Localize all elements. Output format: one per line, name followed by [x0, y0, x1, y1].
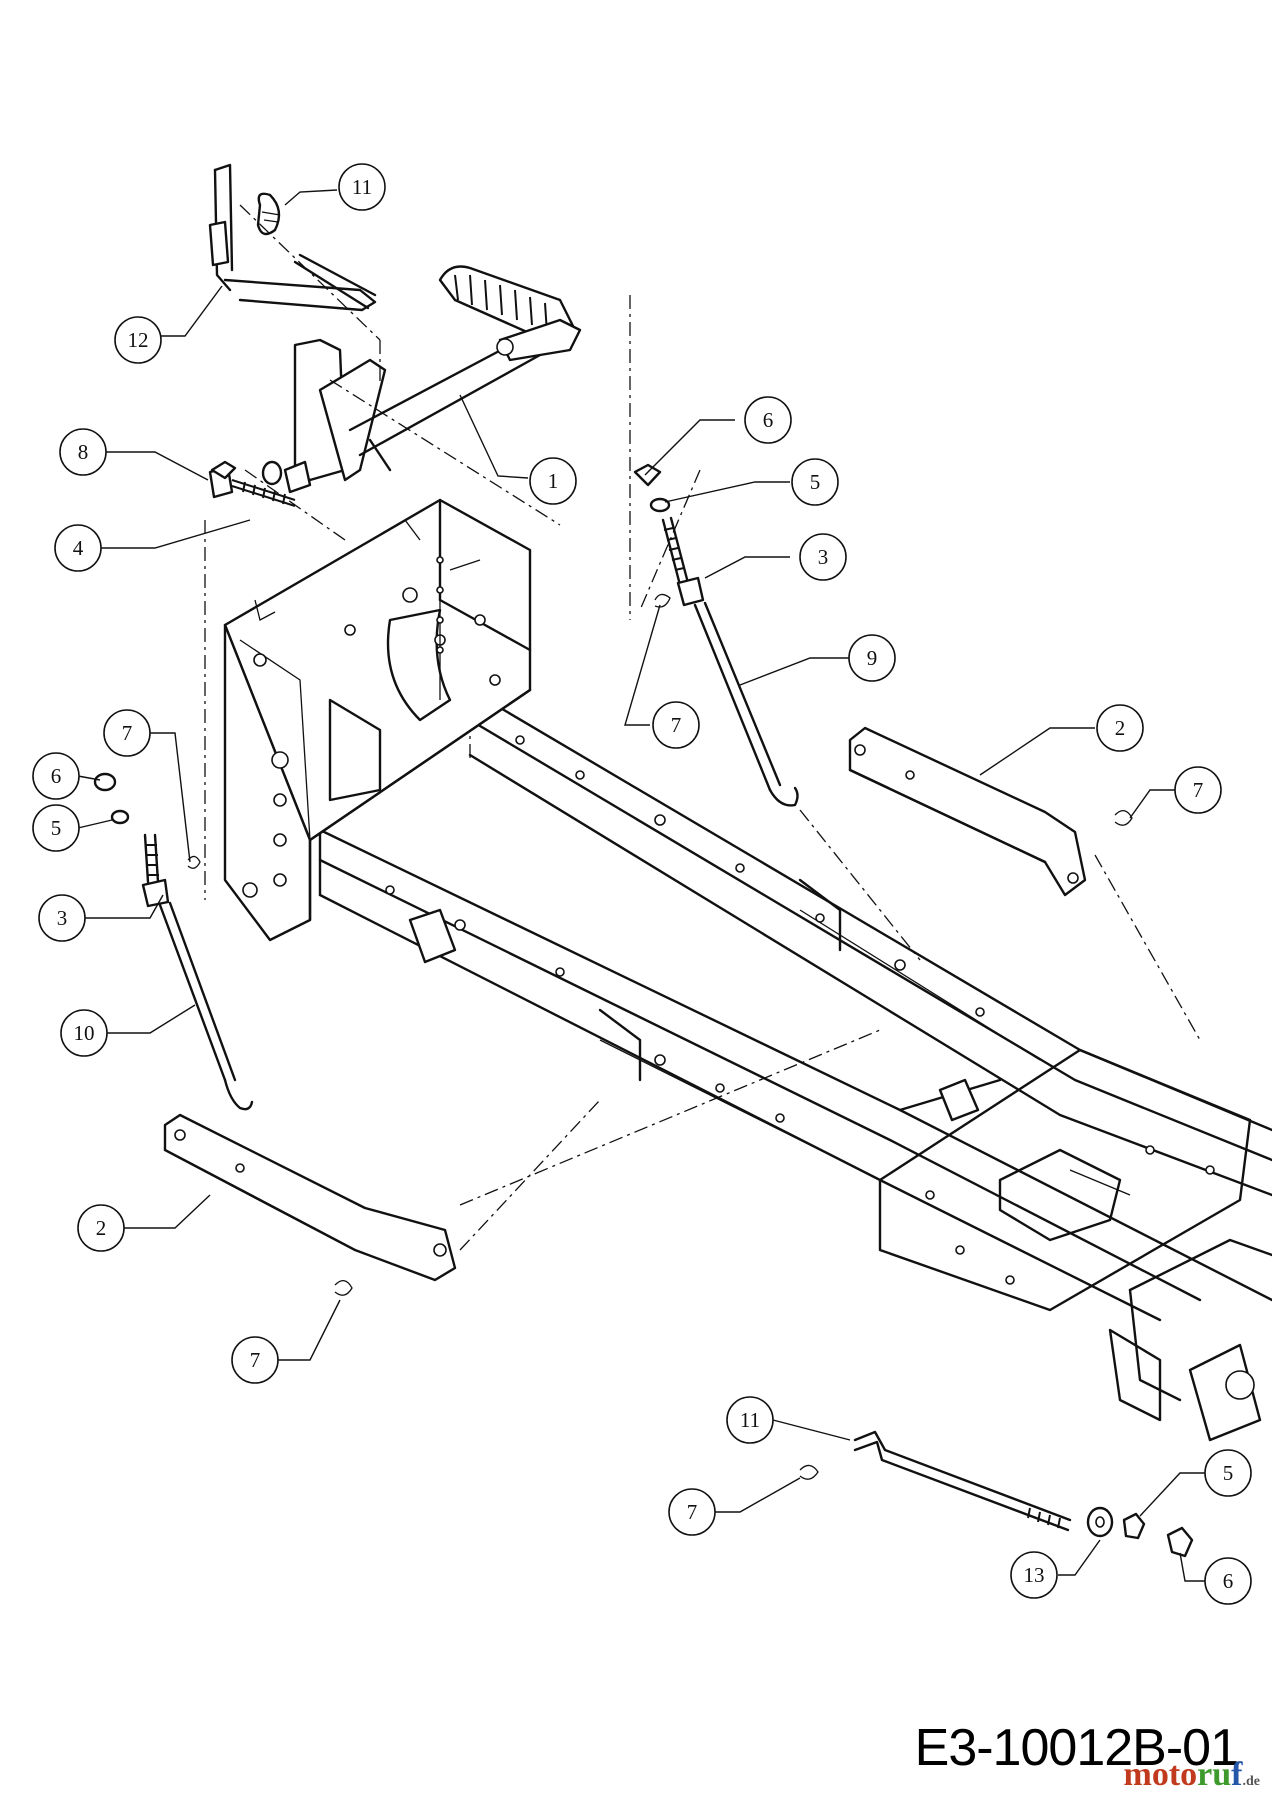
watermark-logo: motoruf.de	[1124, 1756, 1260, 1794]
callout-label: 11	[352, 175, 372, 199]
drawing-code: E3-10012B-01	[914, 1719, 1239, 1777]
callout-label: 8	[78, 440, 89, 464]
callout-c6b: 6	[32, 752, 80, 800]
callout-c3a: 3	[799, 533, 847, 581]
callout-c2a: 2	[1096, 704, 1144, 752]
callout-c8: 8	[59, 428, 107, 476]
callout-label: 13	[1024, 1563, 1045, 1587]
callout-c7b: 7	[1174, 766, 1222, 814]
callout-label: 2	[96, 1216, 107, 1240]
callout-c3b: 3	[38, 894, 86, 942]
right-mounting-bar	[848, 726, 1133, 897]
callout-label: 5	[810, 470, 821, 494]
callout-label: 9	[867, 646, 878, 670]
callout-c6c: 6	[1204, 1557, 1252, 1605]
front-bracket-box	[223, 498, 532, 942]
callout-c2b: 2	[77, 1204, 125, 1252]
callout-c7d: 7	[231, 1336, 279, 1384]
leader-lines	[77, 189, 1205, 1582]
callout-label: 1	[548, 469, 559, 493]
callout-c5b: 5	[32, 804, 80, 852]
callout-label: 7	[122, 721, 133, 745]
callout-label: 7	[671, 713, 682, 737]
callout-label: 3	[818, 545, 829, 569]
construction-lines	[204, 204, 1201, 1251]
watermark-part-b: ru	[1197, 1756, 1232, 1793]
watermark-part-d: .de	[1242, 1774, 1261, 1789]
callout-label: 7	[687, 1500, 698, 1524]
callout-label: 4	[73, 536, 84, 560]
callout-c11b: 10	[60, 1009, 108, 1057]
chassis-frame	[318, 688, 1272, 1442]
callout-c1: 1	[529, 457, 577, 505]
callout-label: 7	[1193, 778, 1204, 802]
callout-c10: 11	[726, 1396, 774, 1444]
callout-c7a: 7	[652, 701, 700, 749]
callout-label: 3	[57, 906, 68, 930]
watermark-part-a: moto	[1123, 1756, 1198, 1793]
callout-label: 6	[1223, 1569, 1234, 1593]
callout-c5a: 5	[791, 458, 839, 506]
callout-label: 11	[740, 1408, 760, 1432]
callout-label: 7	[250, 1348, 261, 1372]
callout-label: 2	[1115, 716, 1126, 740]
pedal-assembly	[261, 265, 582, 494]
callouts: 11 12 1 8 4 6 5 3	[32, 163, 1252, 1605]
callout-c7e: 7	[668, 1488, 716, 1536]
callout-c5c: 5	[1204, 1449, 1252, 1497]
callout-c11a: 9	[848, 634, 896, 682]
callout-c6a: 6	[744, 396, 792, 444]
callout-c7c: 7	[103, 709, 151, 757]
callout-label: 5	[1223, 1461, 1234, 1485]
brake-rod	[799, 1430, 1194, 1558]
callout-c12: 12	[114, 316, 162, 364]
callout-label: 5	[51, 816, 62, 840]
callout-c13: 13	[1010, 1551, 1058, 1599]
callout-label: 10	[74, 1021, 95, 1045]
watermark-part-c: f	[1231, 1756, 1243, 1793]
right-tie-rod	[633, 463, 799, 807]
left-mounting-bar	[163, 1113, 457, 1296]
callout-label: 6	[763, 408, 774, 432]
callout-c9: 11	[338, 163, 386, 211]
callout-label: 12	[128, 328, 149, 352]
bolt-and-nut-left	[208, 460, 296, 507]
callout-c4: 4	[54, 524, 102, 572]
callout-label: 6	[51, 764, 62, 788]
left-tie-rod	[93, 772, 254, 1111]
